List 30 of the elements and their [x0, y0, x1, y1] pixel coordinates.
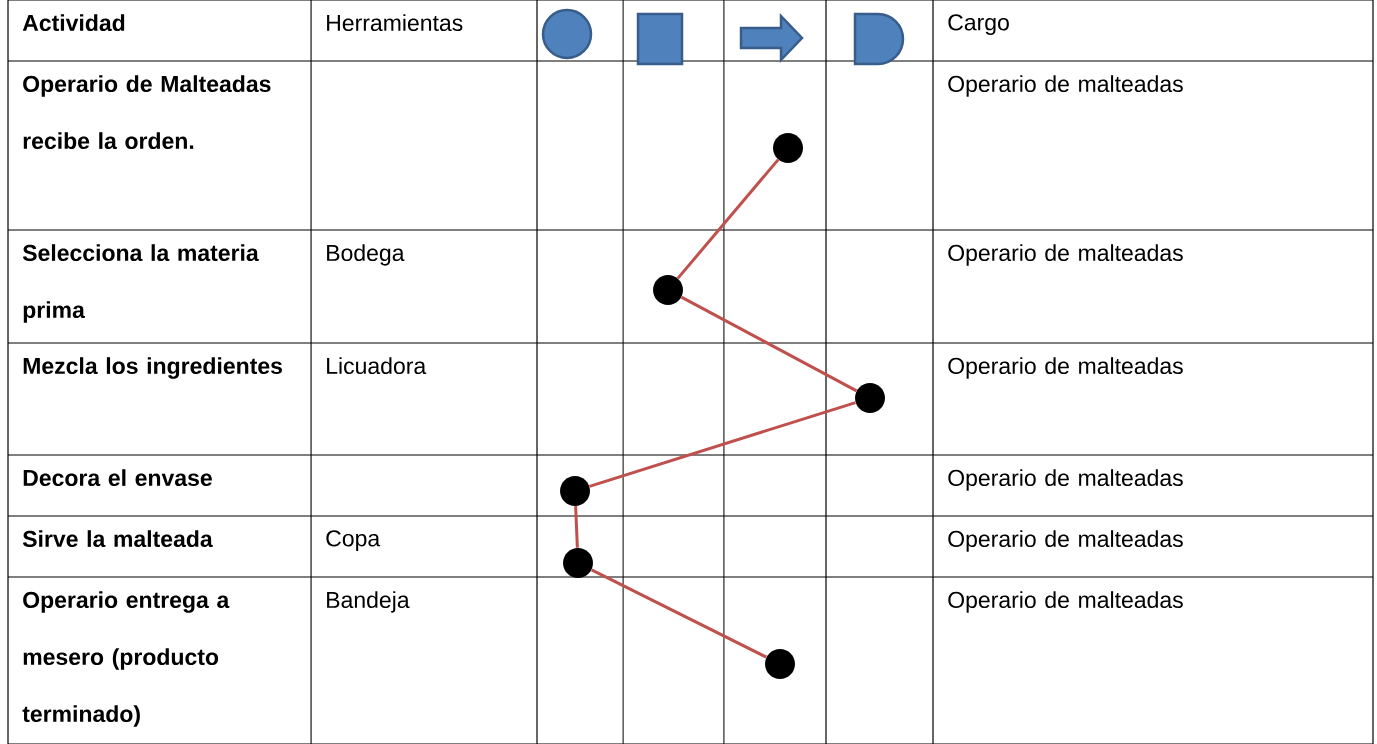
activity-text: Decora el envase — [23, 469, 212, 487]
role-text: Operario de malteadas — [948, 591, 1183, 613]
process-dot — [765, 649, 795, 679]
header-text: Actividad — [22, 14, 125, 32]
connector-line — [680, 295, 858, 393]
header-text: Herramientas — [327, 14, 463, 32]
header-text: Cargo — [948, 14, 1009, 36]
role-text: Operario de malteadas — [948, 75, 1183, 97]
role-text: Operario de malteadas — [948, 244, 1183, 266]
tool-text: Licuadora — [327, 357, 427, 375]
role-text: Operario de malteadas — [948, 469, 1183, 491]
process-dot — [560, 476, 590, 506]
activity-text: Operario entrega a mesero (producto terminado) — [22, 591, 230, 727]
connector-line — [574, 506, 579, 548]
connector-line — [589, 401, 856, 488]
role-text: Operario de malteadas — [948, 530, 1183, 552]
activity-text: Sirve la malteada — [22, 530, 213, 548]
process-dot — [855, 383, 885, 413]
process-dot — [773, 133, 803, 163]
connector-line — [590, 568, 768, 659]
process-dot — [653, 275, 683, 305]
tool-text: Bodega — [327, 244, 405, 266]
activity-text: Selecciona la materia prima — [22, 244, 259, 323]
process-dot — [563, 548, 593, 578]
tool-text: Copa — [326, 530, 381, 551]
tool-text: Bandeja — [327, 591, 410, 613]
connector-line — [676, 158, 780, 280]
role-text: Operario de malteadas — [948, 357, 1183, 379]
activity-text: Mezcla los ingredientes — [23, 357, 282, 379]
activity-text: Operario de Malteadas recibe la orden. — [23, 75, 271, 150]
